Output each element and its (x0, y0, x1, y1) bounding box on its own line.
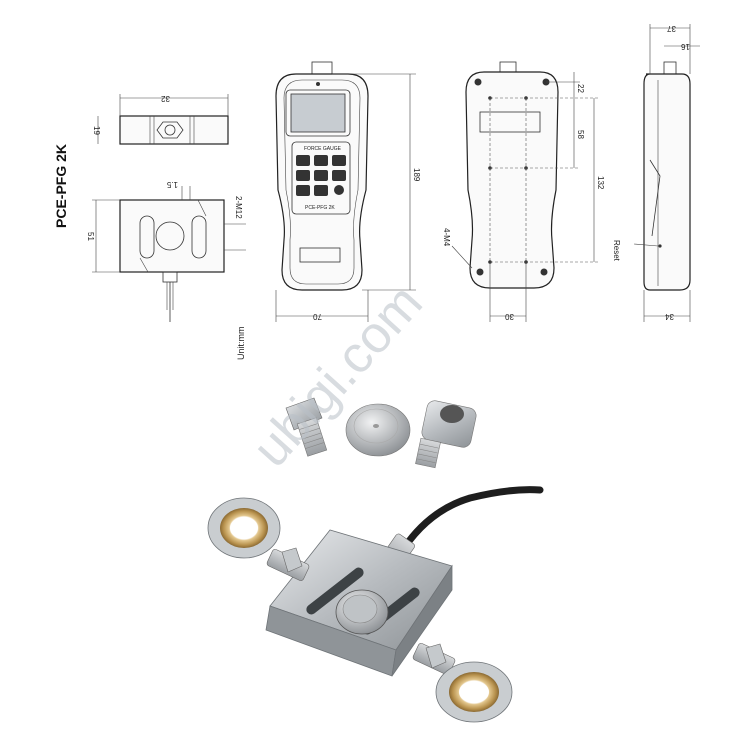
gauge-model-label: PCE-PFG 2K (305, 205, 335, 211)
accessory-adapters (285, 397, 477, 469)
dim-cell-thread: 2-M12 (234, 196, 243, 219)
gauge-header-label: FORCE GAUGE (304, 146, 342, 152)
pressure-disc (345, 403, 411, 457)
s-type-load-cell-photo (207, 486, 544, 723)
product-title: PCE-PFG 2K (53, 144, 69, 228)
dim-cell-side-width: 1.5 (166, 180, 178, 189)
gauge-front-view: FORCE GAUGE PCE-PFG 2K 189 70 (275, 61, 421, 322)
dim-gauge-width: 70 (313, 312, 322, 321)
dim-cell-top-height: 19 (92, 126, 101, 135)
dim-back-mid: 58 (576, 130, 585, 139)
dim-side-top: 16 (681, 42, 690, 51)
dim-side-depth: 37 (667, 24, 676, 33)
unit-label: Unit:mm (236, 327, 246, 361)
side-reset-label: Reset (612, 240, 621, 262)
load-cell-front-view: 51 1.5 2-M12 (86, 180, 246, 322)
dim-back-top: 22 (576, 84, 585, 93)
watermark: ubigi.com (242, 274, 434, 478)
dim-back-screw: 4-M4 (442, 228, 451, 247)
dim-back-width: 30 (505, 312, 514, 321)
threaded-adapter-right (415, 400, 477, 469)
keypad (296, 155, 346, 196)
dim-back-hole-span: 132 (596, 176, 605, 190)
gauge-back-view: 22 58 132 30 4-M4 (442, 61, 605, 322)
dim-cell-top-width: 32 (161, 94, 170, 103)
dim-cell-height: 51 (86, 232, 95, 241)
threaded-adapter-left (285, 397, 328, 457)
dim-side-width: 34 (665, 312, 674, 321)
load-cell-top-view: 32 19 (92, 94, 229, 145)
dim-gauge-height: 189 (412, 168, 421, 182)
gauge-side-view: Reset 37 16 34 (612, 24, 700, 322)
